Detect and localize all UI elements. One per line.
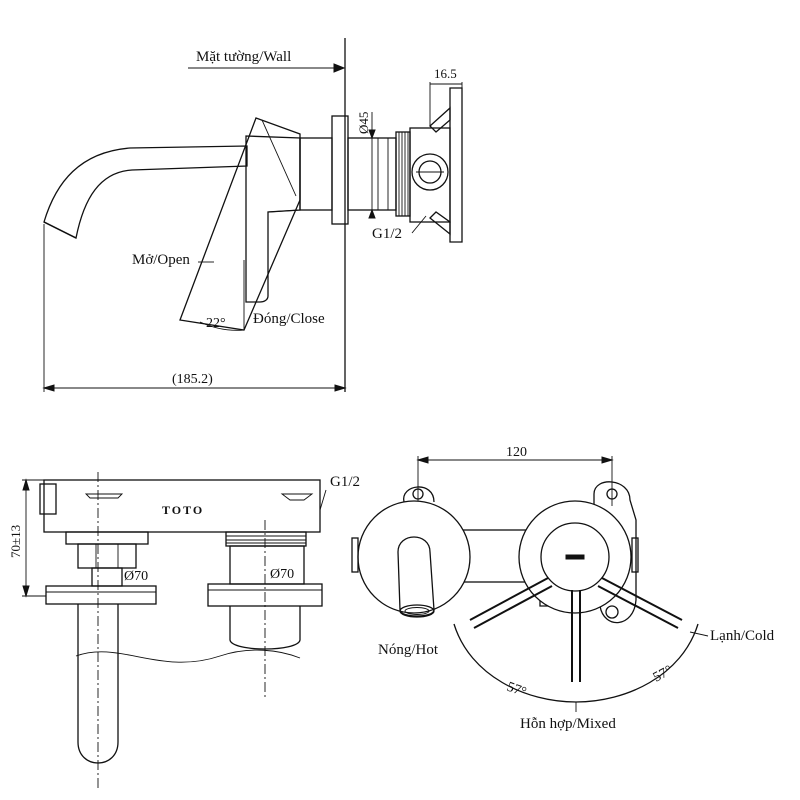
right-collar [225, 531, 307, 547]
swing-arc [453, 623, 699, 703]
right-ear-hole-top [606, 488, 618, 500]
hot-label: Nóng/Hot [378, 642, 439, 658]
front-slot-right [280, 493, 314, 501]
brand-label: TOTO [162, 503, 204, 517]
lever-line [261, 119, 297, 197]
wall-arrow [333, 63, 346, 73]
left-angle-label: 57° [505, 680, 529, 701]
spout-escutcheon [357, 500, 471, 614]
mixer-cap [540, 522, 610, 592]
valve-body [409, 127, 451, 223]
left-ear [403, 486, 435, 503]
angle-label: 22° [206, 316, 226, 331]
mixed-label: Hỗn hợp/Mixed [520, 716, 616, 732]
open-label: Mở/Open [132, 252, 190, 268]
front-thread-leader [319, 489, 327, 511]
lever-mixed [571, 590, 581, 682]
left-stem [77, 543, 137, 569]
length-dim: (185.2) [172, 372, 213, 387]
lever-hot [469, 577, 553, 629]
front-thread-label: G1/2 [330, 474, 360, 490]
right-diameter: Ø70 [270, 567, 294, 582]
lever-handle [179, 117, 301, 331]
spout-tip [43, 221, 77, 239]
wall-label: Mặt tường/Wall [196, 49, 291, 65]
left-ear-hole [412, 488, 424, 500]
dia45-arrow-bottom [368, 208, 376, 219]
cold-label: Lạnh/Cold [710, 628, 775, 644]
spout-aerator-inner [404, 607, 430, 615]
spout-aerator [399, 604, 435, 618]
body-step [267, 209, 301, 213]
break-line [75, 649, 301, 663]
left-diameter: Ø70 [124, 569, 148, 584]
height-arrow-top [22, 478, 30, 491]
flange-plate [299, 137, 333, 211]
close-label: Đóng/Close [253, 311, 325, 327]
thread-ring [395, 131, 411, 217]
plan-view: 120 [351, 445, 775, 732]
front-view: 70±13 TOTO G1/2 Ø70 Ø70 [8, 472, 360, 790]
length-arrow-left [42, 384, 55, 392]
side-thread-label: G1/2 [372, 226, 402, 242]
spout-top-view [397, 536, 435, 617]
length-arrow-right [334, 384, 347, 392]
depth-dim: 16.5 [434, 66, 457, 81]
spout-side-tab [351, 537, 359, 573]
spacing-arrow-left [416, 456, 429, 464]
angle-arc [199, 321, 245, 331]
height-dim: 70±13 [8, 525, 23, 558]
left-stem-lower [91, 567, 123, 587]
lever-cold [597, 577, 683, 629]
mixer-indicator [565, 554, 585, 560]
spout [43, 145, 248, 239]
cold-leader [689, 631, 709, 637]
right-ear-hole-bottom [605, 605, 619, 619]
valve-port-outer [411, 153, 449, 191]
left-nut [65, 531, 149, 545]
right-thread [226, 535, 306, 544]
side-view: Mặt tường/Wall 22° Mở/Open Đóng/Close [42, 38, 463, 392]
front-slot-left [84, 493, 124, 499]
side-thread-leader [411, 215, 427, 234]
dia45-arrow-top [368, 129, 376, 140]
spacing-arrow-right [601, 456, 614, 464]
right-side-tab [631, 537, 639, 573]
spacing-dim: 120 [506, 445, 527, 460]
front-cap [39, 483, 57, 515]
diameter-dim: Ø45 [356, 112, 371, 134]
height-arrow-bottom [22, 585, 30, 598]
bracket-arm-bottom [429, 211, 451, 236]
front-body [43, 479, 321, 533]
left-escutcheon [45, 585, 157, 605]
bracket-arm-top [429, 106, 451, 133]
mounting-bracket [449, 87, 463, 243]
